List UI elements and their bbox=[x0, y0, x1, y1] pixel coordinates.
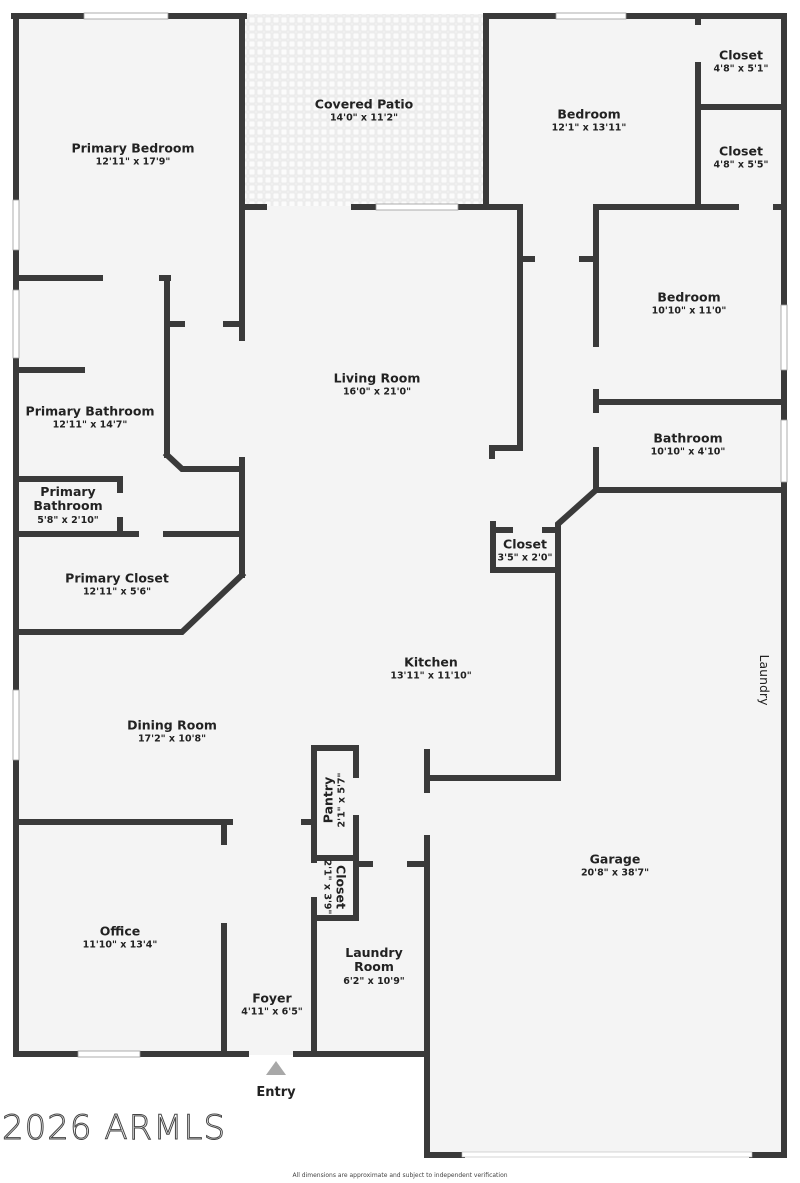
room-label-laundry: Laundry bbox=[757, 654, 773, 706]
floor-areas bbox=[14, 14, 784, 1156]
room-label-primary-closet: Primary Closet 12'11" x 5'6" bbox=[65, 570, 169, 598]
garage-door bbox=[461, 1151, 753, 1158]
windows bbox=[12, 12, 788, 1058]
room-label-bathroom: Bathroom 10'10" x 4'10" bbox=[650, 430, 726, 458]
room-label-kitchen: Kitchen 13'11" x 11'10" bbox=[390, 654, 472, 682]
walls bbox=[11, 13, 787, 1158]
entry-arrow-icon bbox=[266, 1061, 286, 1075]
room-label-primary-bathroom-small: Primary Bathroom 5'8" x 2'10" bbox=[33, 484, 103, 526]
room-label-laundry-room: Laundry Room 6'2" x 10'9" bbox=[343, 945, 405, 987]
room-label-primary-bathroom: Primary Bathroom 12'11" x 14'7" bbox=[25, 403, 155, 431]
room-label-dining-room: Dining Room 17'2" x 10'8" bbox=[127, 717, 217, 745]
room-label-closet-3: Closet 3'5" x 2'0" bbox=[497, 536, 553, 564]
room-label-bedroom-2: Bedroom 10'10" x 11'0" bbox=[651, 289, 727, 317]
watermark: 2026 ARMLS bbox=[1, 1108, 227, 1149]
room-label-primary-bedroom: Primary Bedroom 12'11" x 17'9" bbox=[71, 140, 195, 168]
room-label-closet-1: Closet 4'8" x 5'1" bbox=[713, 47, 769, 75]
room-label-pantry: Pantry 2'1" x 5'7" bbox=[320, 772, 348, 828]
room-label-living-room: Living Room 16'0" x 21'0" bbox=[333, 370, 421, 398]
disclaimer: All dimensions are approximate and subje… bbox=[292, 1172, 508, 1179]
room-label-garage: Garage 20'8" x 38'7" bbox=[580, 851, 650, 879]
room-label-covered-patio: Covered Patio 14'0" x 11'2" bbox=[314, 96, 414, 124]
entry-label: Entry bbox=[256, 1085, 296, 1100]
room-label-foyer: Foyer 4'11" x 6'5" bbox=[241, 990, 303, 1018]
room-label-office: Office 11'10" x 13'4" bbox=[82, 923, 158, 951]
covered-patio-tile bbox=[244, 14, 484, 206]
room-label-bedroom-1: Bedroom 12'1" x 13'11" bbox=[551, 106, 627, 134]
room-label-closet-4: Closet 2'1" x 3'9" bbox=[321, 859, 349, 915]
room-label-closet-2: Closet 4'8" x 5'5" bbox=[713, 143, 769, 171]
